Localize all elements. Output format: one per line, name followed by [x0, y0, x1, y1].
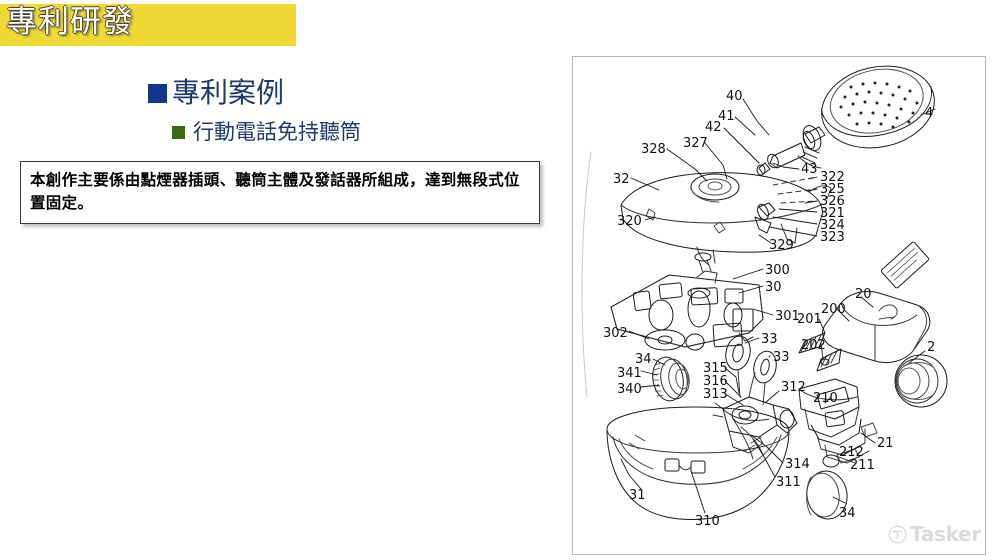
figure-label: 33 [773, 350, 790, 365]
figure-label: 316 [703, 374, 728, 389]
figure-label: 201 [797, 312, 822, 327]
heading-level2: 行動電話免持聽筒 [172, 120, 361, 144]
square-bullet-icon [148, 83, 167, 103]
figure-label: 313 [703, 387, 728, 402]
heading-level1-label: 專利案例 [172, 76, 285, 109]
watermark: Tasker [888, 522, 981, 546]
figure-label: 43 [801, 162, 818, 177]
figure-label: 42 [705, 120, 722, 135]
figure-label: 329 [769, 238, 794, 253]
figure-label: 320 [617, 214, 642, 229]
figure-label: 34 [839, 506, 856, 521]
page-title: 專利研發 [6, 4, 134, 40]
heading-level2-label: 行動電話免持聽筒 [193, 120, 361, 144]
title-banner [0, 4, 296, 46]
figure-label: 211 [850, 458, 875, 473]
figure-label: 315 [703, 361, 728, 376]
figure-label: 200 [821, 302, 846, 317]
figure-label: 2 [927, 340, 935, 355]
figure-label: 30 [765, 280, 782, 295]
figure-label: 33 [761, 332, 778, 347]
figure-label: 4 [925, 106, 933, 121]
figure-label: 301 [775, 309, 800, 324]
figure-label: 210 [813, 391, 838, 406]
figure-label: 300 [765, 263, 790, 278]
figure-label: 32 [613, 172, 630, 187]
figure-label: 21 [877, 436, 894, 451]
figure-label: 327 [683, 136, 708, 151]
figure-label: 321 [820, 206, 845, 221]
figure-label: 310 [695, 514, 720, 529]
figure-label: 341 [617, 366, 642, 381]
figure-label: 325 [820, 182, 845, 197]
figure-label: 302 [603, 326, 628, 341]
figure-label: 324 [820, 218, 845, 233]
figure-label: 323 [820, 230, 845, 245]
figure-label: 312 [781, 380, 806, 395]
figure-label: 40 [726, 89, 743, 104]
figure-label: 314 [785, 457, 810, 472]
patent-exploded-diagram: 4 40 41 42 43 327 328 32 320 322 325 326… [581, 65, 948, 529]
figure-label: 340 [617, 382, 642, 397]
figure-label: 41 [718, 109, 735, 124]
heading-level1: 專利案例 [148, 78, 284, 108]
figure-label: 322 [820, 170, 845, 185]
watermark-label: Tasker [910, 522, 981, 546]
figure-label: 31 [629, 488, 646, 503]
description-text: 本創作主要係由點煙器插頭、聽筒主體及發話器所組成，達到無段式位置固定。 [30, 171, 520, 212]
tasker-logo-icon [888, 525, 907, 543]
patent-figure-panel: 4 40 41 42 43 327 328 32 320 322 325 326… [572, 56, 986, 555]
figure-label: 311 [776, 475, 801, 490]
figure-label: 34 [635, 352, 652, 367]
figure-label: 328 [641, 142, 666, 157]
square-bullet-icon [172, 125, 185, 139]
figure-label: 212 [839, 445, 864, 460]
figure-label: 326 [820, 194, 845, 209]
figure-label: 20 [855, 287, 872, 302]
description-box: 本創作主要係由點煙器插頭、聽筒主體及發話器所組成，達到無段式位置固定。 [20, 161, 540, 224]
figure-label: 202 [801, 338, 826, 353]
